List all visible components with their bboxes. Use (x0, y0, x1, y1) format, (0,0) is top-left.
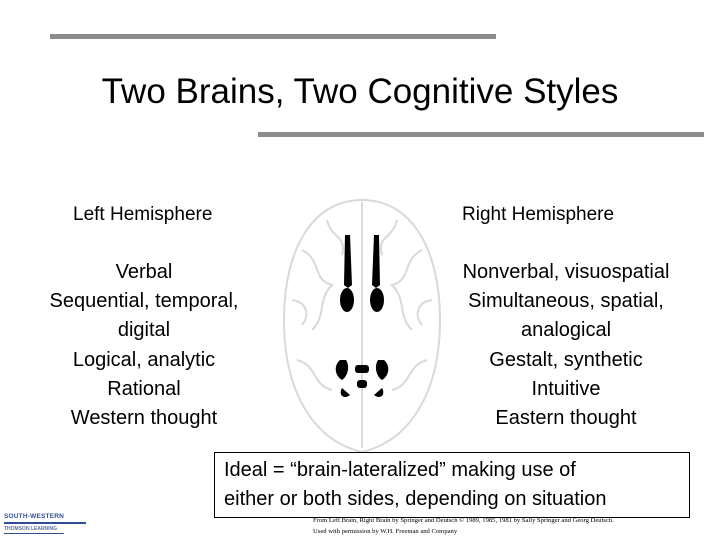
list-item: digital (117, 319, 171, 342)
list-item: Western thought (70, 407, 218, 430)
list-item: Verbal (115, 261, 173, 283)
list-item: analogical (520, 319, 612, 342)
ideal-callout: Ideal = “brain-lateralized” making use o… (214, 452, 690, 518)
logo-line-1: SOUTH-WESTERN (4, 513, 65, 520)
top-rule (50, 34, 496, 39)
source-credit: From Left Brain, Right Brain by Springer… (313, 515, 614, 537)
ideal-line-1: Ideal = “brain-lateralized” making use o… (224, 459, 576, 481)
south-western-logo: SOUTH-WESTERN THOMSON LEARNING (4, 512, 86, 538)
list-item: Eastern thought (495, 407, 637, 430)
bottom-rule (258, 132, 704, 137)
left-hemisphere-heading: Left Hemisphere (73, 204, 213, 225)
credit-line-1: From Left Brain, Right Brain by Springer… (313, 517, 614, 524)
right-trait-list: Nonverbal, visuospatial Simultaneous, sp… (436, 258, 696, 433)
list-item: Simultaneous, spatial, (468, 290, 664, 313)
list-item: Gestalt, synthetic (489, 348, 643, 371)
list-item: Rational (107, 377, 181, 400)
slide-title: Two Brains, Two Cognitive Styles (101, 72, 619, 111)
logo-underline (4, 533, 64, 534)
left-trait-list: Verbal Sequential, temporal, digital Log… (28, 258, 260, 433)
credit-line-2: Used with permission by W.H. Freeman and… (313, 528, 458, 535)
ideal-line-2: either or both sides, depending on situa… (224, 488, 607, 510)
right-hemisphere-heading: Right Hemisphere (462, 204, 615, 225)
list-item: Nonverbal, visuospatial (462, 261, 670, 283)
list-item: Logical, analytic (72, 348, 216, 371)
list-item: Intuitive (531, 377, 601, 400)
logo-divider (4, 522, 86, 524)
logo-line-2: THOMSON LEARNING (4, 526, 58, 532)
list-item: Sequential, temporal, (49, 290, 239, 313)
brain-illustration (282, 198, 442, 454)
